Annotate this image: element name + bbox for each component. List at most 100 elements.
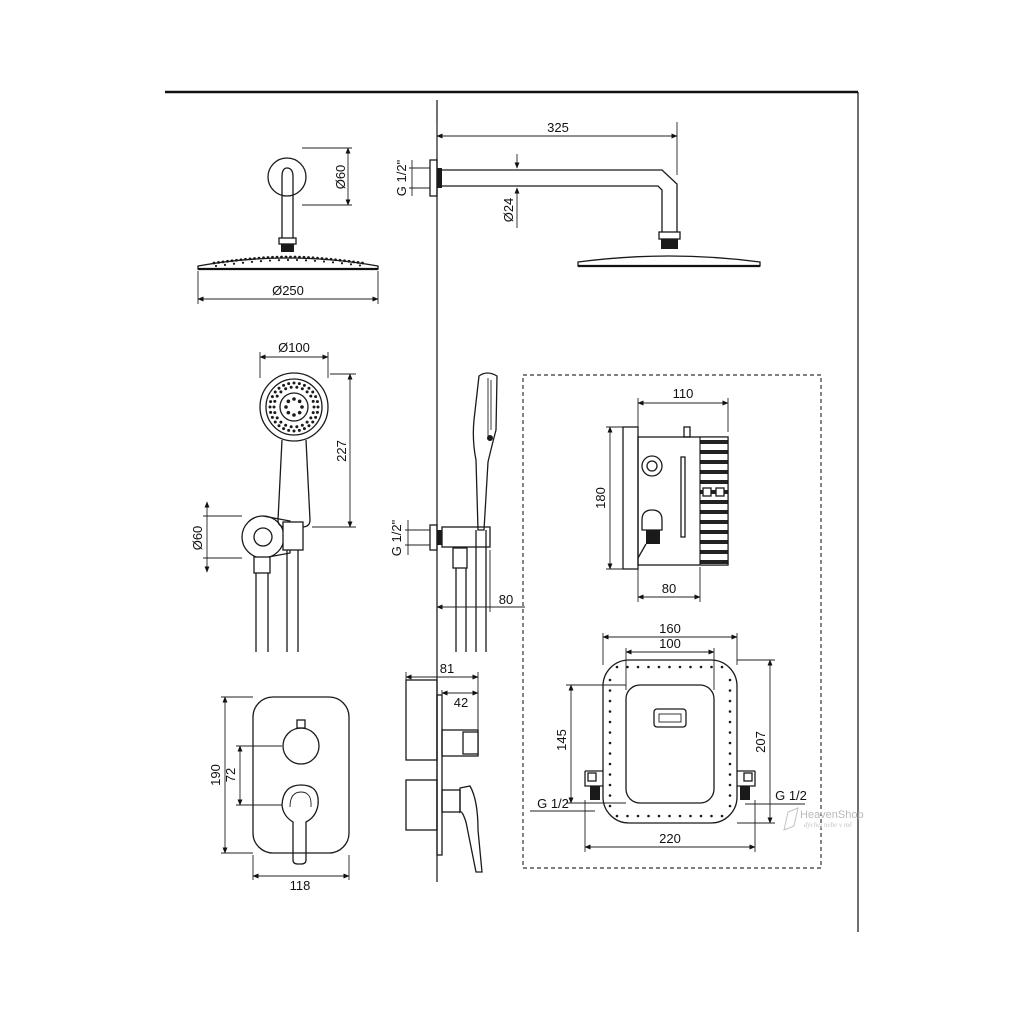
- nozzle-dot: [312, 405, 316, 409]
- nozzle-dot: [314, 395, 318, 399]
- dim-head-thread: G 1/2": [394, 159, 430, 196]
- nozzle-dot: [217, 261, 220, 264]
- nozzle-dot: [266, 256, 270, 259]
- holder-depth-label: 80: [499, 592, 513, 607]
- nozzle-dot: [212, 261, 216, 265]
- nozzle-dot: [728, 710, 732, 713]
- dim-head-dia: Ø250: [197, 271, 379, 304]
- head-thread-label: G 1/2": [394, 159, 409, 196]
- head-arm-dia-label: Ø24: [501, 198, 516, 223]
- nozzle-dot: [329, 257, 333, 261]
- nozzle-dot: [728, 794, 732, 797]
- nozzle-dot: [608, 731, 612, 734]
- nozzle-dot: [361, 261, 364, 265]
- nozzle-dot: [668, 814, 671, 818]
- nozzle-dot: [287, 382, 291, 386]
- nozzle-dot: [284, 405, 288, 409]
- watermark-tagline: dýchej nebe v mě: [804, 821, 853, 829]
- dim-box-total-width: 220: [584, 800, 756, 852]
- nozzle-dot: [699, 665, 703, 669]
- mixer-inner-label: 42: [454, 695, 468, 710]
- nozzle-dot: [257, 256, 261, 260]
- nozzle-dot: [322, 260, 326, 263]
- nozzle-dot: [728, 752, 732, 755]
- dim-holder-depth: 80: [436, 550, 525, 612]
- nozzle-dot: [273, 399, 277, 403]
- rain-head-front-view: [197, 157, 379, 271]
- head-flange-dia-label: Ø60: [333, 165, 348, 190]
- nozzle-dot: [657, 814, 661, 818]
- nozzle-dot: [728, 741, 732, 745]
- nozzle-dot: [309, 416, 313, 420]
- nozzle-dot: [292, 429, 296, 433]
- nozzle-dot: [678, 814, 682, 818]
- nozzle-dot: [295, 258, 299, 262]
- nozzle-dot: [334, 258, 337, 262]
- nozzle-dot: [273, 390, 277, 394]
- holder-thread-label: G 1/2": [389, 519, 404, 556]
- box-total-width-label: 220: [659, 831, 681, 846]
- dim-box-inner-width: 100: [625, 636, 715, 690]
- nozzle-dot: [608, 804, 612, 808]
- nozzle-dot: [608, 699, 612, 703]
- nozzle-dot: [282, 427, 286, 431]
- nozzle-dot: [275, 394, 279, 398]
- nozzle-dot: [269, 400, 273, 404]
- dim-plate-height: 190: [208, 696, 253, 854]
- nozzle-dot: [316, 256, 319, 260]
- box-width-label: 110: [673, 386, 694, 401]
- nozzle-dot: [297, 399, 302, 404]
- nozzle-dot: [728, 762, 732, 766]
- nozzle-dot: [728, 720, 732, 724]
- nozzle-dot: [289, 385, 293, 389]
- holder-flange-label: Ø60: [190, 526, 205, 551]
- nozzle-dot: [284, 423, 288, 427]
- nozzle-dot: [270, 395, 274, 399]
- nozzle-dot: [292, 381, 296, 385]
- nozzle-dot: [608, 710, 612, 713]
- nozzle-dot: [720, 814, 724, 818]
- nozzle-dot: [307, 424, 311, 428]
- nozzle-dot: [292, 413, 296, 417]
- plate-width-label: 118: [290, 878, 311, 893]
- nozzle-dot: [244, 257, 247, 261]
- nozzle-dot: [259, 260, 263, 263]
- dim-inlet-right: G 1/2: [745, 788, 807, 805]
- nozzle-dot: [608, 762, 612, 766]
- dim-box-outer-height: 207: [737, 659, 775, 824]
- nozzle-dot: [608, 720, 612, 724]
- nozzle-dot: [253, 257, 256, 260]
- nozzle-dot: [302, 383, 306, 387]
- dim-holder-thread: G 1/2": [389, 519, 430, 556]
- nozzle-dot: [728, 678, 732, 682]
- nozzle-dot: [340, 262, 344, 265]
- nozzle-dot: [699, 814, 703, 818]
- nozzle-dot: [689, 814, 692, 818]
- nozzle-dot: [269, 410, 273, 414]
- nozzle-dot: [302, 255, 306, 259]
- nozzle-dot: [689, 665, 692, 669]
- nozzle-dot: [728, 804, 732, 808]
- box-inner-height-label: 145: [554, 729, 569, 751]
- nozzle-dot: [325, 257, 328, 261]
- nozzle-dot: [289, 255, 292, 259]
- nozzle-dot: [297, 410, 302, 415]
- nozzle-dot: [311, 420, 315, 424]
- nozzle-dot: [647, 814, 650, 818]
- dim-box-inner-height: 145: [554, 684, 626, 804]
- nozzle-dot: [270, 415, 274, 419]
- dim-hand-length: 227: [312, 373, 356, 528]
- handle-offset-label: 72: [223, 768, 238, 782]
- nozzle-dot: [343, 259, 346, 263]
- nozzle-dot: [286, 258, 290, 262]
- nozzle-dot: [221, 260, 225, 264]
- nozzle-dot: [275, 416, 279, 420]
- inlet-right-label: G 1/2: [775, 788, 807, 803]
- nozzle-dot: [268, 405, 272, 409]
- nozzle-dot: [668, 665, 671, 669]
- nozzle-dot: [309, 394, 313, 398]
- nozzle-dot: [226, 259, 229, 263]
- nozzle-dot: [286, 399, 291, 404]
- nozzle-dot: [626, 814, 629, 818]
- nozzle-dot: [293, 255, 297, 259]
